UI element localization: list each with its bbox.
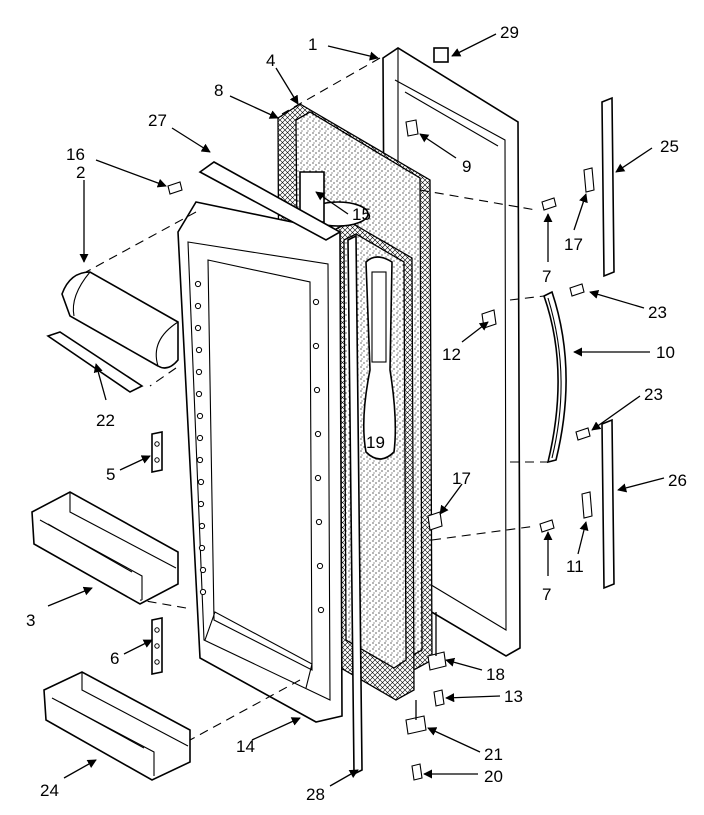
shelf-peg-holes	[194, 280, 325, 614]
callout-4: 4	[266, 51, 275, 70]
callout-7-lower: 7	[542, 585, 551, 604]
dairy-bin-2	[46, 271, 179, 393]
callout-20: 20	[484, 767, 503, 786]
trim-strip-26	[601, 418, 615, 590]
callout-16: 16	[66, 145, 85, 164]
callout-8: 8	[214, 81, 223, 100]
callout-26: 26	[668, 471, 687, 490]
callout-15: 15	[352, 205, 371, 224]
callout-1: 1	[308, 35, 317, 54]
top-trim-27	[198, 161, 342, 241]
callout-19: 19	[366, 433, 385, 452]
callout-27: 27	[148, 111, 167, 130]
callout-28: 28	[306, 785, 325, 804]
callout-9: 9	[462, 157, 471, 176]
door-bin-3	[31, 491, 179, 605]
callout-7-upper: 7	[542, 267, 551, 286]
door-liner-frame	[177, 161, 343, 723]
callout-13: 13	[504, 687, 523, 706]
trim-strip-25	[601, 96, 615, 278]
callout-17-upper: 17	[564, 235, 583, 254]
door-bin-24	[43, 671, 191, 781]
callout-12: 12	[442, 345, 461, 364]
callout-labels: 1 2 3 4 5 6 7 7 8 9 10 11 12 13 14 15 16…	[26, 23, 687, 804]
callout-23-upper: 23	[648, 303, 667, 322]
callout-17-lower: 17	[452, 469, 471, 488]
assembly-lines	[85, 57, 550, 741]
bracket-5	[151, 431, 163, 473]
leader-lines	[47, 33, 665, 787]
callout-10: 10	[656, 343, 675, 362]
callout-14: 14	[236, 737, 255, 756]
label-plate-29	[433, 47, 449, 63]
callout-3: 3	[26, 611, 35, 630]
bin-trim-22	[46, 331, 144, 393]
callout-21: 21	[484, 745, 503, 764]
callout-23-lower: 23	[644, 385, 663, 404]
callout-18: 18	[486, 665, 505, 684]
trim-strip-28	[347, 234, 363, 776]
door-handle-10	[543, 290, 567, 464]
callout-5: 5	[106, 465, 115, 484]
callout-22: 22	[96, 411, 115, 430]
callout-25: 25	[660, 137, 679, 156]
callout-2: 2	[76, 163, 85, 182]
callout-24: 24	[40, 781, 59, 800]
hardware	[167, 119, 595, 781]
callout-29: 29	[500, 23, 519, 42]
callout-6: 6	[110, 649, 119, 668]
callout-11: 11	[566, 557, 584, 576]
